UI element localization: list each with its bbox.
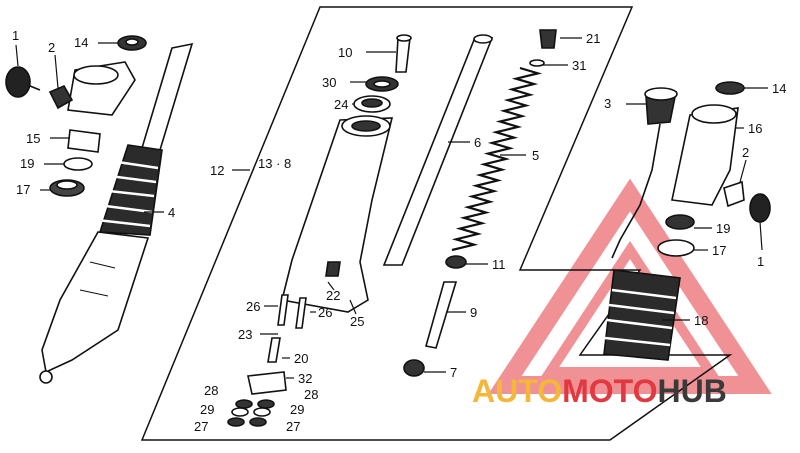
label-25: 25 bbox=[350, 314, 364, 329]
frame-outlines bbox=[140, 6, 733, 441]
label-12: 12 bbox=[210, 163, 224, 178]
svg-text:AUTOMOTOHUB: AUTOMOTOHUB bbox=[472, 373, 727, 409]
left-fork-assembly bbox=[5, 35, 194, 384]
right-parts bbox=[603, 81, 771, 361]
center-parts bbox=[227, 29, 557, 427]
label-1-left: 1 bbox=[12, 28, 19, 43]
label-26-left: 26 bbox=[246, 299, 260, 314]
leader-lines bbox=[15, 37, 768, 379]
label-22: 22 bbox=[326, 288, 340, 303]
label-17-right: 17 bbox=[712, 243, 726, 258]
label-5: 5 bbox=[532, 148, 539, 163]
label-1-right: 1 bbox=[757, 254, 764, 269]
label-10: 10 bbox=[338, 45, 352, 60]
label-3: 3 bbox=[604, 96, 611, 111]
label-30: 30 bbox=[322, 75, 336, 90]
label-9: 9 bbox=[470, 305, 477, 320]
label-11: 11 bbox=[492, 257, 506, 272]
label-29-left: 29 bbox=[200, 402, 214, 417]
label-29-right: 29 bbox=[290, 402, 304, 417]
part-number-labels: 1 2 14 15 19 17 4 10 30 24 12 13 · 8 6 2… bbox=[12, 28, 786, 434]
label-15: 15 bbox=[26, 131, 40, 146]
label-2-left: 2 bbox=[48, 40, 55, 55]
watermark-logo: AUTOMOTOHUB bbox=[472, 373, 727, 409]
label-4: 4 bbox=[168, 205, 175, 220]
watermark-moto: MOTO bbox=[562, 373, 657, 409]
label-14-left: 14 bbox=[74, 35, 88, 50]
label-24: 24 bbox=[334, 97, 348, 112]
label-28-left: 28 bbox=[204, 383, 218, 398]
label-17-left: 17 bbox=[16, 182, 30, 197]
label-14-right: 14 bbox=[772, 81, 786, 96]
label-27-left: 27 bbox=[194, 419, 208, 434]
label-19-right: 19 bbox=[716, 221, 730, 236]
watermark-auto: AUTO bbox=[472, 373, 562, 409]
label-6: 6 bbox=[474, 135, 481, 150]
watermark-hub: HUB bbox=[657, 373, 726, 409]
label-7: 7 bbox=[450, 365, 457, 380]
label-20: 20 bbox=[294, 351, 308, 366]
label-27-right: 27 bbox=[286, 419, 300, 434]
label-26-right: 26 bbox=[318, 305, 332, 320]
label-19-left: 19 bbox=[20, 156, 34, 171]
label-18: 18 bbox=[694, 313, 708, 328]
label-2-right: 2 bbox=[742, 145, 749, 160]
label-21: 21 bbox=[586, 31, 600, 46]
label-28-right: 28 bbox=[304, 387, 318, 402]
label-31: 31 bbox=[572, 58, 586, 73]
label-32: 32 bbox=[298, 371, 312, 386]
label-16: 16 bbox=[748, 121, 762, 136]
label-23: 23 bbox=[238, 327, 252, 342]
boot-4 bbox=[96, 144, 163, 236]
label-13-8: 13 · 8 bbox=[258, 156, 291, 171]
